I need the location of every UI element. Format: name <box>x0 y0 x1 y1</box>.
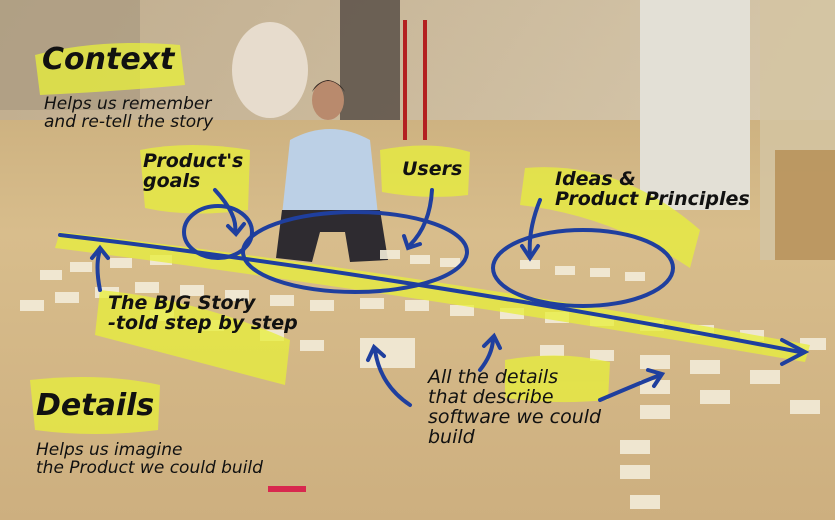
timeline-arrow-head <box>780 338 810 366</box>
dark-cabinet <box>340 0 400 120</box>
wooden-cabinet <box>775 150 835 260</box>
context-description: Helps us remember and re-tell the story <box>44 94 214 132</box>
story-label: The BJG Story -told step by step <box>108 292 298 334</box>
all-details-label: All the details that describe software w… <box>428 366 602 448</box>
plastic-bag <box>232 22 308 118</box>
ink-drawings <box>58 188 810 407</box>
ideas-ellipse <box>491 228 675 308</box>
goals-circle <box>182 204 254 260</box>
highlighter-marks <box>30 42 810 434</box>
users-ellipse <box>241 210 469 294</box>
users-label: Users <box>402 158 463 180</box>
details-title: Details <box>36 388 155 423</box>
details-description: Helps us imagine the Product we could bu… <box>36 440 263 478</box>
product-goals-label: Product's goals <box>143 150 244 192</box>
marker-pen <box>268 486 306 492</box>
person <box>276 80 388 262</box>
context-title: Context <box>42 42 175 77</box>
ideas-label: Ideas & Product Principles <box>555 168 750 210</box>
concrete-pillar <box>640 0 750 210</box>
